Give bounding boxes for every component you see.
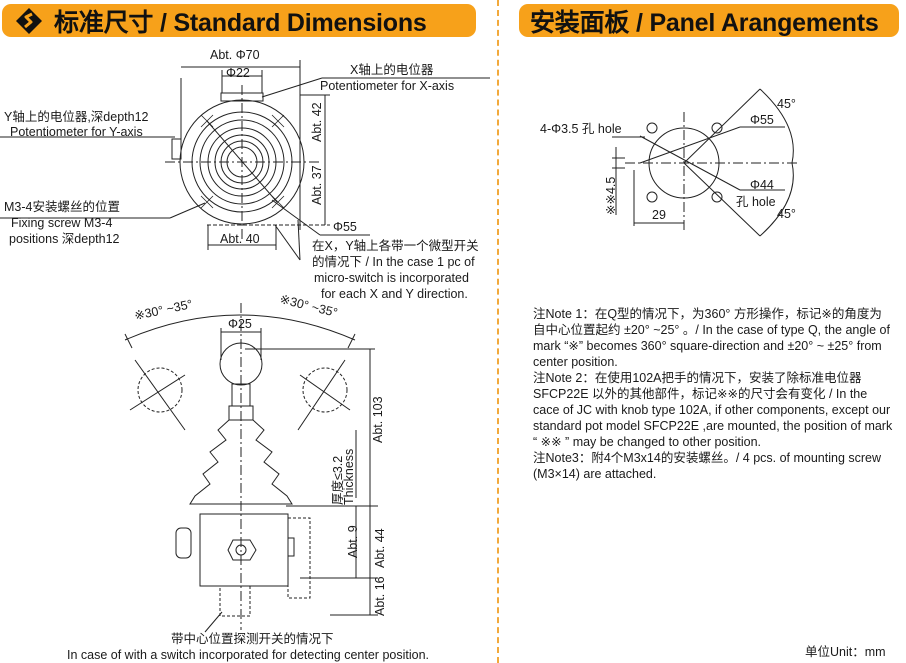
switch-note-line2: 的情况下 / In the case 1 pc of — [312, 255, 475, 269]
dim-9: Abt. 9 — [346, 525, 360, 558]
panel-dim-44: Φ44 — [750, 178, 774, 192]
dim-44: Abt. 44 — [373, 528, 387, 568]
section-title-panel-arrangements: 安装面板 / Panel Arangements — [530, 8, 879, 37]
note-2: 注Note 2：在使用102A把手的情况下，安装了除标准电位器SFCP22E 以… — [533, 371, 893, 449]
caption-en: In case of with a switch incorporated fo… — [67, 648, 429, 662]
dim-pot-diameter: Φ22 — [226, 66, 250, 80]
y-pot-label-en: Potentiometer for Y-axis — [10, 125, 143, 139]
caption-cn: 带中心位置探测开关的情况下 — [171, 632, 334, 646]
screw-label-cn: M3-4安装螺丝的位置 — [4, 200, 120, 214]
dim-circle-55: Φ55 — [333, 220, 357, 234]
mounting-holes-label: 4-Φ3.5 孔 hole — [540, 122, 622, 136]
thickness-label-en: Thickness — [342, 448, 356, 505]
panel-arrangements-banner: 安装面板 / Panel Arangements — [519, 4, 899, 37]
panel-dim-55: Φ55 — [750, 113, 774, 127]
side-view-drawing — [124, 303, 378, 633]
dim-width-40: Abt. 40 — [220, 232, 260, 246]
y-pot-label-cn: Y轴上的电位器,深depth12 — [4, 110, 149, 124]
panel-drawing — [612, 88, 800, 237]
note-1: 注Note 1：在Q型的情况下，为360° 方形操作，标记※的角度为自中心位置起… — [533, 307, 890, 369]
note-3: 注Note3：附4个M3x14的安装螺丝。/ 4 pcs. of mountin… — [533, 451, 882, 481]
switch-note-line1: 在X，Y轴上各带一个微型开关 — [312, 239, 479, 253]
screw-label-en1: Fixing screw M3-4 — [11, 216, 113, 230]
panel-dim-4-5: ※※4.5 — [604, 176, 618, 215]
switch-note-line3: micro-switch is incorporated — [314, 271, 469, 285]
standard-dimensions-banner: 标准尺寸 / Standard Dimensions — [2, 4, 476, 37]
switch-note-line4: for each X and Y direction. — [321, 287, 468, 301]
dim-bottom-37: Abt. 37 — [310, 165, 324, 205]
s-diamond-logo-icon — [16, 8, 42, 34]
section-title-standard-dimensions: 标准尺寸 / Standard Dimensions — [54, 8, 427, 37]
panel-angle-top: 45° — [777, 97, 796, 111]
dim-16: Abt. 16 — [373, 576, 387, 616]
x-pot-label-en: Potentiometer for X-axis — [320, 79, 455, 93]
panel-dim-29: 29 — [652, 208, 666, 222]
x-pot-label-cn: X轴上的电位器 — [350, 63, 434, 77]
unit-label: 单位Unit：mm — [805, 645, 886, 659]
dim-knob-diameter: Φ25 — [228, 317, 252, 331]
screw-label-en2: positions 深depth12 — [9, 232, 120, 246]
notes-block: 注Note 1：在Q型的情况下，为360° 方形操作，标记※的角度为自中心位置起… — [533, 306, 893, 482]
dim-top-42: Abt. 42 — [310, 102, 324, 142]
panel-angle-bottom: 45° — [777, 207, 796, 221]
top-view-drawing — [0, 60, 490, 261]
section-divider — [497, 0, 499, 663]
dim-outer-diameter: Abt. Φ70 — [210, 48, 260, 62]
panel-hole-label: 孔 hole — [736, 195, 776, 209]
dim-height-103: Abt. 103 — [371, 396, 385, 443]
